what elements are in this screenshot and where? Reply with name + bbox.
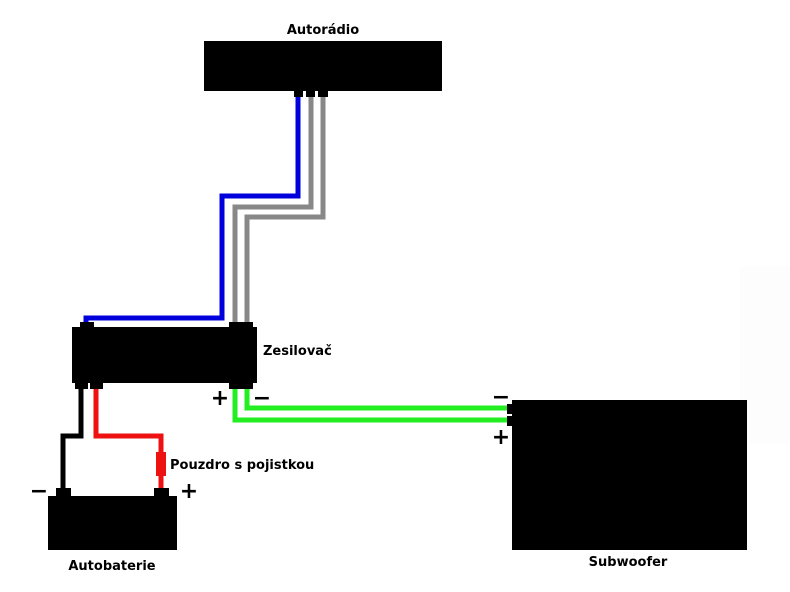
battery-body [48, 496, 177, 550]
power-wire [93, 386, 164, 490]
faint-background-panel [740, 266, 790, 444]
radio: Autorádio [204, 23, 442, 97]
amplifier: Zesilovač + − [72, 322, 332, 411]
subwoofer-plus-sign: + [492, 425, 510, 450]
amp-terminal-rca [229, 322, 241, 328]
subwoofer-minus-sign: − [492, 385, 510, 410]
radio-terminal [294, 90, 303, 97]
rca-left-wire [232, 96, 314, 324]
radio-terminal [318, 90, 328, 97]
radio-body [204, 41, 442, 91]
amp-minus-sign: − [253, 386, 271, 411]
radio-label: Autorádio [287, 23, 359, 38]
fuse-holder [156, 452, 166, 476]
battery-label: Autobaterie [68, 559, 155, 574]
subwoofer: − + Subwoofer [492, 385, 747, 570]
amp-terminal-ground [75, 382, 88, 389]
rca-right-wire [244, 96, 326, 324]
subwoofer-terminal-plus [507, 416, 513, 426]
amplifier-label: Zesilovač [263, 344, 332, 359]
battery-terminal-minus [56, 488, 71, 497]
amp-terminal-rca [241, 322, 253, 328]
battery-plus-sign: + [180, 479, 198, 504]
speaker-minus-wire [244, 388, 508, 411]
amp-terminal-power [90, 382, 103, 389]
battery: − + Autobaterie [30, 479, 198, 574]
subwoofer-label: Subwoofer [589, 555, 668, 570]
amp-terminal-speaker-minus [241, 382, 253, 389]
battery-terminal-plus [154, 488, 169, 497]
amp-plus-sign: + [211, 386, 229, 411]
battery-minus-sign: − [30, 479, 48, 504]
fuse-label: Pouzdro s pojistkou [170, 458, 314, 473]
ground-wire [60, 386, 84, 490]
speaker-plus-wire [232, 388, 508, 423]
wires [60, 96, 508, 490]
subwoofer-terminal-minus [507, 404, 513, 414]
subwoofer-body [512, 400, 747, 550]
amp-terminal-speaker-plus [229, 382, 241, 389]
amp-terminal-remote [80, 322, 94, 328]
radio-terminal [306, 90, 315, 97]
amplifier-body [72, 327, 257, 383]
remote-wire [83, 96, 301, 326]
